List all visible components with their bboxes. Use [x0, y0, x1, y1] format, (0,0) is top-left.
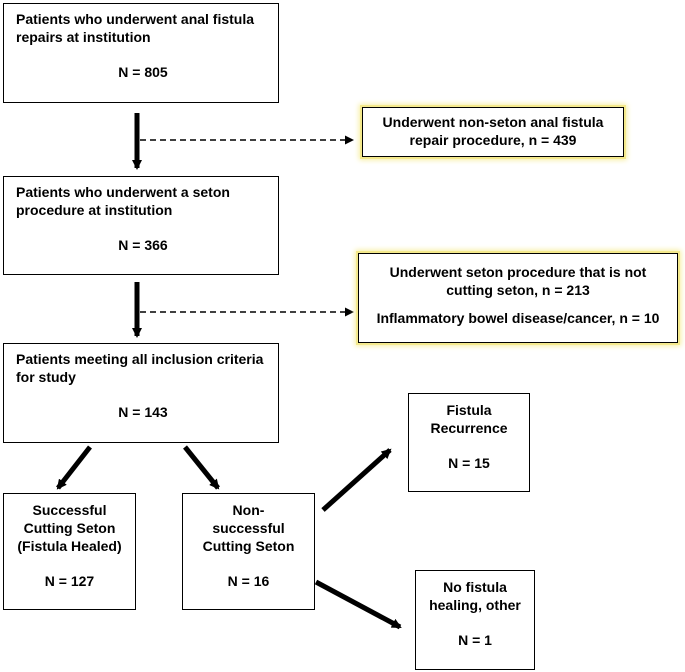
arrow-to-nohealing	[314, 579, 402, 630]
box-nohealing-line1: No fistula	[443, 579, 507, 595]
box-nohealing-count: N = 1	[458, 632, 492, 648]
box-nonsuccessful-line2: successful	[212, 520, 285, 536]
box-total-line2: repairs at institution	[16, 29, 151, 45]
box-seton-line1: Patients who underwent a seton	[16, 184, 230, 200]
arrow-to-successful	[56, 445, 92, 490]
box-no-healing: No fistula healing, other N = 1	[415, 570, 535, 670]
box-inclusion-criteria: Patients meeting all inclusion criteria …	[3, 343, 279, 443]
box-nonsuccessful-seton: Non- successful Cutting Seton N = 16	[182, 493, 315, 610]
box-total-line1: Patients who underwent anal fistula	[16, 11, 255, 27]
box-nonseton-line1: Underwent non-seton anal fistula	[382, 114, 604, 130]
box-successful-seton: Successful Cutting Seton (Fistula Healed…	[3, 493, 136, 610]
box-nonsuccessful-line1: Non-	[232, 502, 265, 518]
box-included-line1: Patients meeting all inclusion criteria	[16, 351, 264, 367]
box-seton-excluded: Underwent seton procedure that is not cu…	[358, 253, 678, 343]
box-nonseton-line2: repair procedure, n = 439	[409, 132, 577, 148]
box-total-repairs: Patients who underwent anal fistula repa…	[3, 3, 279, 103]
box-recurrence-line1: Fistula	[446, 402, 492, 418]
arrow-to-recurrence	[321, 448, 392, 512]
box-successful-line2: Cutting Seton	[23, 520, 116, 536]
box-seton-count: N = 366	[118, 237, 168, 253]
box-excluded-line3: Inflammatory bowel disease/cancer, n = 1…	[376, 310, 660, 326]
box-nonseton-excluded: Underwent non-seton anal fistula repair …	[362, 107, 624, 157]
arrow-to-nonsuccessful	[183, 445, 220, 490]
box-successful-line1: Successful	[32, 502, 107, 518]
box-seton-procedure: Patients who underwent a seton procedure…	[3, 176, 279, 275]
box-successful-line3: (Fistula Healed)	[17, 538, 122, 554]
box-nohealing-line2: healing, other	[429, 597, 521, 613]
box-excluded-line1: Underwent seton procedure that is not	[389, 264, 647, 280]
box-seton-line2: procedure at institution	[16, 202, 173, 218]
box-recurrence-count: N = 15	[448, 455, 490, 471]
box-successful-count: N = 127	[44, 573, 95, 589]
box-fistula-recurrence: Fistula Recurrence N = 15	[408, 393, 530, 492]
box-recurrence-line2: Recurrence	[430, 420, 508, 436]
box-total-count: N = 805	[118, 64, 168, 80]
box-nonsuccessful-line3: Cutting Seton	[202, 538, 295, 554]
box-included-count: N = 143	[118, 404, 168, 420]
box-included-line2: for study	[16, 369, 76, 385]
box-excluded-line2: cutting seton, n = 213	[446, 282, 590, 298]
box-nonsuccessful-count: N = 16	[227, 573, 270, 589]
